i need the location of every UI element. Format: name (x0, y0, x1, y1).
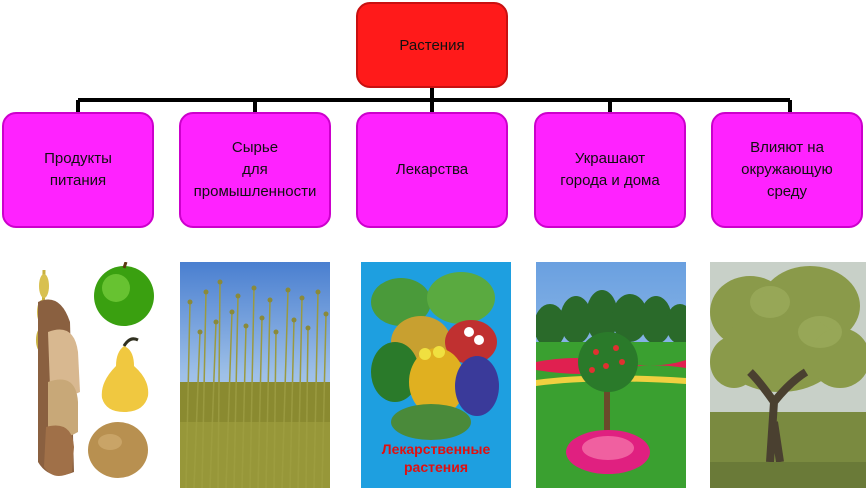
category-decorate-cities-homes: Украшают города и дома (534, 112, 686, 228)
root-node-label: Растения (399, 36, 465, 54)
category-label: Влияют на окружающую среду (741, 139, 833, 200)
hierarchy-connector (76, 88, 792, 112)
food-products-image (20, 262, 168, 488)
category-label: Украшают города и дома (560, 150, 660, 189)
category-affect-environment: Влияют на окружающую среду (711, 112, 863, 228)
flax-field-image (180, 262, 330, 488)
poster-title-line2: растения (404, 459, 468, 475)
category-label: Продукты питания (44, 150, 112, 189)
bread-icon (38, 299, 80, 476)
category-medicines: Лекарства (356, 112, 508, 228)
pear-icon (101, 337, 149, 412)
medicinal-plants-poster: Лекарственные растения (361, 262, 511, 488)
category-industrial-raw-materials: Сырье для промышленности (179, 112, 331, 228)
herb-bouquet-icon (371, 272, 499, 440)
garden-tree-image (536, 262, 686, 488)
category-label: Сырье для промышленности (193, 139, 317, 200)
apple-icon (94, 262, 154, 326)
category-label: Лекарства (395, 161, 469, 178)
category-food-products: Продукты питания (2, 112, 154, 228)
poster-title-line1: Лекарственные (382, 441, 491, 457)
tree-image (710, 262, 866, 488)
root-node-plants: Растения (356, 2, 508, 88)
potato-icon (88, 422, 148, 478)
